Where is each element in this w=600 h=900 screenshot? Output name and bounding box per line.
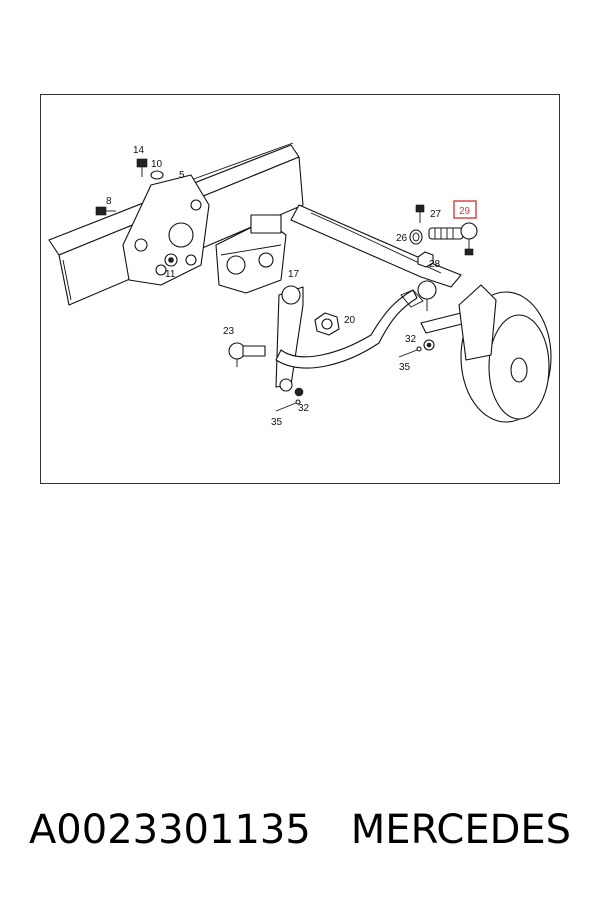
ball-joint [417, 280, 437, 311]
bolt-27 [415, 204, 425, 223]
callout-14: 14 [133, 145, 145, 156]
callout-29: 29 [459, 206, 471, 217]
callout-23: 23 [223, 326, 235, 337]
nut-20 [314, 312, 340, 336]
part-number: A0023301135 [28, 807, 311, 853]
callout-8: 8 [106, 196, 112, 207]
callout-labels: 14 10 5 8 11 27 29 26 28 17 20 23 32 35 … [106, 145, 471, 428]
callout-10: 10 [151, 159, 163, 170]
callout-5: 5 [179, 170, 185, 181]
bolt-8 [95, 206, 116, 216]
brake-disc [458, 284, 552, 423]
part-caption: A0023301135 MERCEDES [0, 800, 600, 860]
knuckle-arm [420, 312, 467, 334]
brand-name: MERCEDES [350, 807, 572, 853]
callout-28: 28 [429, 259, 441, 270]
clamp-26 [409, 229, 423, 245]
callout-26: 26 [396, 233, 408, 244]
nut-28 [417, 251, 434, 268]
cotter-pin-left [275, 399, 301, 412]
bolt-14 [136, 158, 148, 177]
steering-linkage-diagram: 14 10 5 8 11 27 29 26 28 17 20 23 32 35 … [48, 142, 552, 428]
washer-10 [150, 170, 164, 180]
cotter-pin-right [398, 346, 422, 358]
callout-11: 11 [165, 269, 176, 280]
pitman-arm [275, 285, 304, 397]
tie-rod-end-23 [228, 342, 266, 367]
highlight-box-29 [453, 200, 477, 219]
drag-link [275, 289, 424, 369]
callout-35-right: 35 [399, 362, 411, 373]
callout-32-left: 32 [298, 403, 310, 414]
steering-gearbox [215, 214, 287, 294]
nut-11 [164, 253, 178, 267]
callout-27: 27 [430, 209, 442, 220]
tie-rod-end-29 [428, 222, 478, 256]
callout-35-left: 35 [271, 417, 283, 428]
mounting-bracket [122, 174, 210, 286]
callout-17: 17 [288, 269, 300, 280]
parts-diagram-frame: 14 10 5 8 11 27 29 26 28 17 20 23 32 35 … [40, 94, 560, 484]
callout-32-right: 32 [405, 334, 417, 345]
castle-nut-right [423, 339, 435, 351]
cross-member [290, 204, 462, 288]
callout-20: 20 [344, 315, 356, 326]
